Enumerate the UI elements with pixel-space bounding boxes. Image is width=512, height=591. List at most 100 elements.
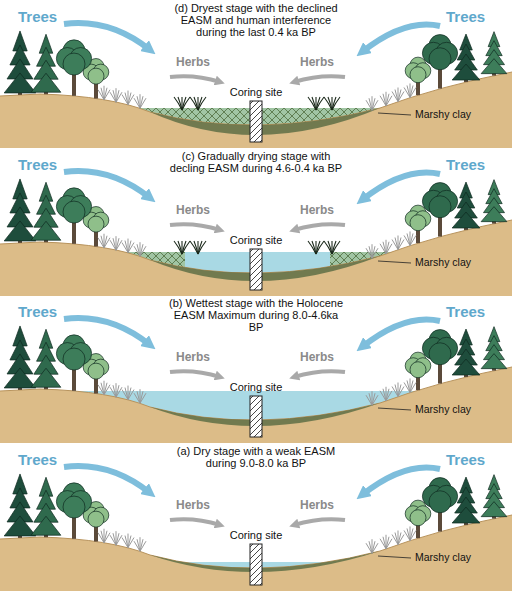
conifer-crown — [31, 221, 61, 240]
tree-trunk — [94, 526, 98, 542]
broadleaf-crown — [410, 510, 426, 526]
tree-trunk — [94, 83, 98, 99]
coring-core — [250, 249, 262, 290]
herb-label: Herbs — [176, 203, 210, 217]
herb-pollen-arrow — [170, 519, 220, 525]
marsh-plant — [328, 241, 332, 254]
broadleaf-crown — [88, 511, 104, 527]
broadleaf-crown — [63, 53, 85, 75]
marsh-plant — [174, 97, 182, 110]
marsh-plant — [178, 241, 182, 254]
broadleaf-crown — [88, 216, 104, 232]
stage-panel — [0, 466, 512, 591]
conifer-crown — [452, 212, 480, 228]
tree-trunk — [438, 215, 442, 237]
herb-blade — [386, 391, 392, 401]
herb-label: Herbs — [176, 350, 210, 364]
coring-site-label: Coring site — [230, 234, 283, 246]
leader-line — [378, 556, 411, 558]
marshy-clay-layer — [150, 551, 380, 572]
marsh-plant — [312, 241, 316, 254]
marsh-plant — [194, 97, 198, 110]
broadleaf-crown — [429, 343, 451, 365]
conifer-crown — [4, 516, 36, 536]
tree-label: Trees — [18, 156, 57, 173]
marsh-plant — [324, 241, 332, 254]
tree-label: Trees — [446, 8, 485, 25]
coring-core — [250, 396, 262, 437]
conifer-crown — [31, 516, 61, 535]
sandy-ground — [0, 72, 512, 148]
conifer-crown — [481, 207, 507, 222]
marsh-plant — [308, 97, 316, 110]
tree-pollen-arrow — [362, 24, 440, 52]
herb-blade — [386, 244, 392, 254]
sandy-ground — [0, 367, 512, 443]
herb-blade — [104, 533, 110, 543]
herb-blade — [104, 90, 110, 100]
herb-label: Herbs — [176, 498, 210, 512]
stage-caption: (c) Gradually drying stage with decling … — [169, 150, 344, 174]
tree-trunk — [72, 221, 76, 243]
herb-blade — [372, 543, 378, 553]
tree-trunk — [72, 516, 76, 538]
herb-label: Herbs — [300, 498, 334, 512]
tree-label: Trees — [446, 451, 485, 468]
herb-pollen-arrow — [294, 519, 345, 525]
leader-line — [378, 408, 411, 410]
marsh-plant — [198, 241, 206, 254]
marshy-clay-layer — [150, 108, 380, 135]
stage-caption: (b) Wettest stage with the Holocene EASM… — [169, 297, 344, 333]
marsh-plant — [174, 241, 182, 254]
leader-line — [378, 113, 411, 115]
conifer-crown — [481, 354, 507, 369]
herb-blade — [386, 539, 392, 549]
broadleaf-crown — [63, 348, 85, 370]
herb-label: Herbs — [300, 350, 334, 364]
marsh-plant — [190, 97, 198, 110]
conifer-crown — [4, 73, 36, 93]
tree-pollen-arrow — [64, 466, 150, 493]
herb-blade — [372, 395, 378, 405]
coring-core — [250, 544, 262, 585]
herb-blade — [128, 390, 134, 400]
herb-pollen-arrow — [294, 76, 345, 82]
broadleaf-crown — [429, 48, 451, 70]
tree-label: Trees — [446, 303, 485, 320]
tree-trunk — [72, 73, 76, 95]
herb-blade — [128, 243, 134, 253]
herb-blade — [140, 541, 146, 551]
conifer-crown — [31, 368, 61, 387]
tree-trunk — [438, 510, 442, 532]
herb-blade — [116, 92, 122, 102]
herb-label: Herbs — [300, 55, 334, 69]
broadleaf-crown — [410, 67, 426, 83]
herb-blade — [398, 387, 404, 397]
herb-blade — [398, 240, 404, 250]
herb-blade — [140, 98, 146, 108]
broadleaf-crown — [63, 496, 85, 518]
stage-caption: (d) Dryest stage with the declined EASM … — [169, 2, 344, 38]
herb-blade — [398, 92, 404, 102]
marsh-plant — [332, 97, 340, 110]
marshy-clay-layer — [150, 403, 380, 426]
sandy-ground — [0, 220, 512, 296]
marshy-clay-label: Marshy clay — [415, 108, 471, 120]
marsh-plant — [194, 241, 198, 254]
coring-site-label: Coring site — [230, 381, 283, 393]
herb-blade — [140, 246, 146, 256]
tree-trunk — [438, 362, 442, 384]
herb-pollen-arrow — [170, 224, 220, 230]
stage-panel — [0, 318, 512, 443]
herb-blade — [410, 382, 416, 392]
conifer-crown — [452, 507, 480, 523]
herb-blade — [372, 248, 378, 258]
herb-pollen-arrow — [170, 371, 220, 377]
stage-panel — [0, 171, 512, 296]
tree-pollen-arrow — [362, 319, 440, 347]
conifer-crown — [452, 359, 480, 375]
herb-blade — [104, 385, 110, 395]
marsh-plant — [178, 97, 182, 110]
